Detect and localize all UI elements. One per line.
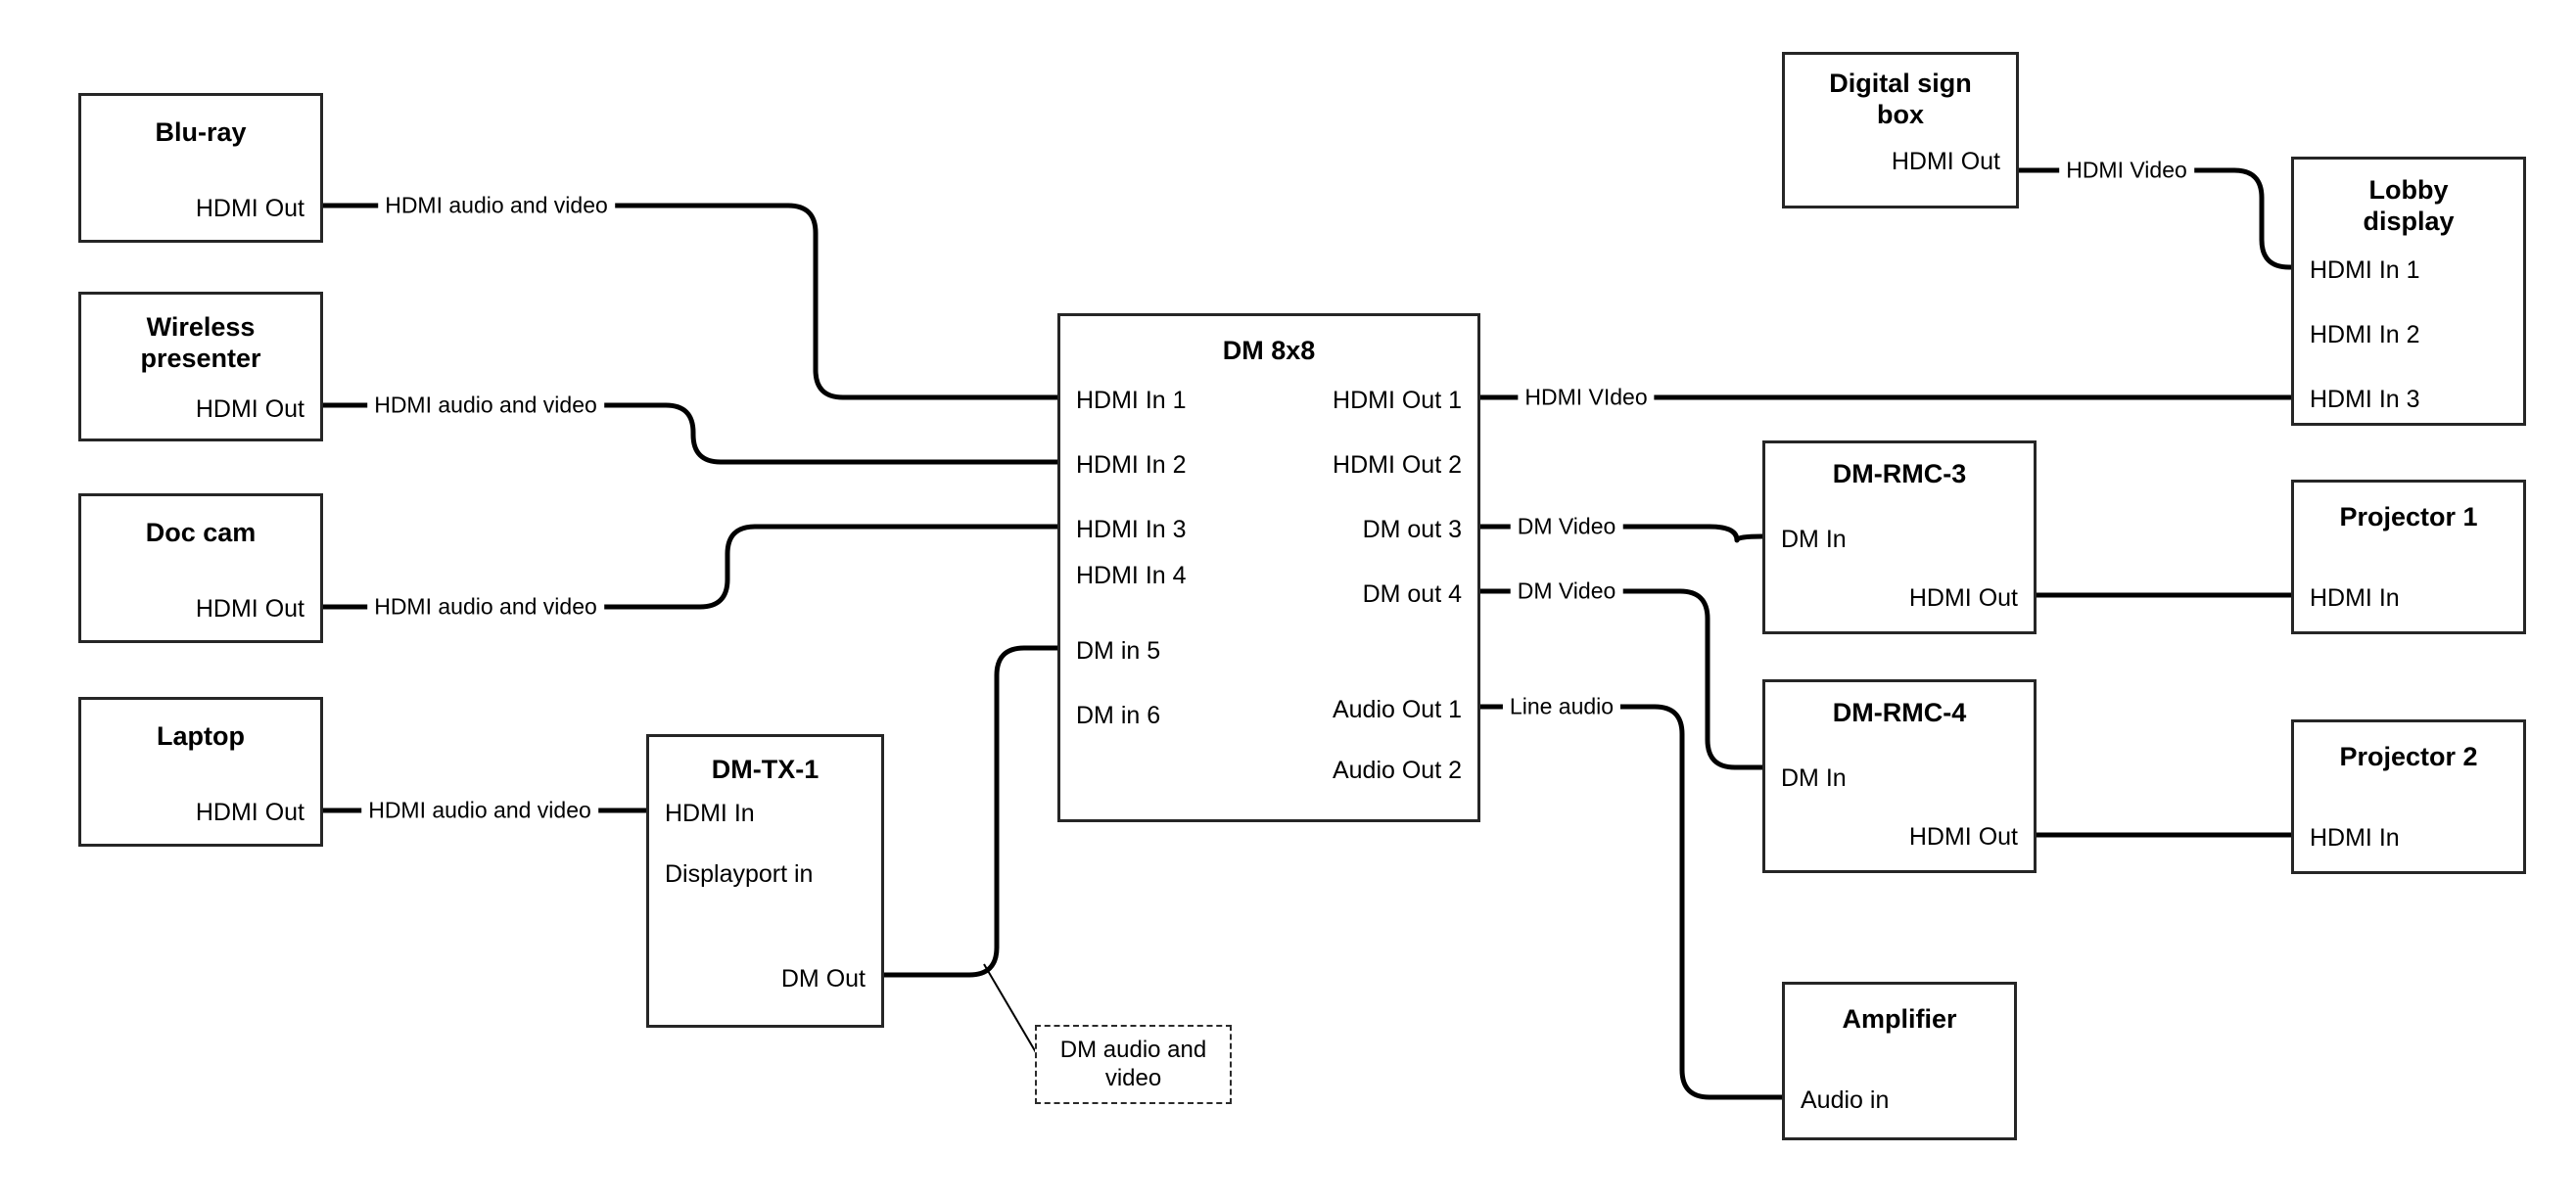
- edge-label-wireless-to-dm: HDMI audio and video: [367, 393, 604, 417]
- port-bluray-hdmi-out: HDMI Out: [195, 195, 304, 222]
- device-title-wireless-presenter-line1: Wireless: [146, 312, 256, 342]
- device-bluray[interactable]: Blu-ray HDMI Out: [78, 93, 323, 243]
- port-lobby-display-hdmi-in-3: HDMI In 3: [2310, 386, 2420, 413]
- device-dm-rmc-4[interactable]: DM-RMC-4 DM In HDMI Out: [1762, 679, 2037, 873]
- edge-label-laptop-to-dmtx1: HDMI audio and video: [361, 799, 598, 822]
- port-wireless-presenter-hdmi-out: HDMI Out: [195, 395, 304, 423]
- device-title-projector-1: Projector 1: [2339, 502, 2478, 531]
- edge-label-dm-out-4-to-rmc4: DM Video: [1510, 579, 1623, 603]
- port-dm-8x8-hdmi-in-1: HDMI In 1: [1076, 387, 1187, 414]
- port-dm-rmc-4-dm-in: DM In: [1781, 764, 1847, 792]
- wire-audio-out-1-to-amplifier: [1480, 704, 1782, 1100]
- port-dm-8x8-hdmi-out-2: HDMI Out 2: [1333, 451, 1462, 479]
- port-dm-8x8-hdmi-out-1: HDMI Out 1: [1333, 387, 1462, 414]
- edge-label-dm-out-3-to-rmc3: DM Video: [1510, 515, 1623, 538]
- port-dm-rmc-4-hdmi-out: HDMI Out: [1908, 823, 2018, 851]
- callout-dm-audio-and-video: DM audio and video: [1035, 1025, 1232, 1104]
- device-title-digital-sign-box-line1: Digital sign: [1829, 69, 1972, 98]
- port-dm-8x8-hdmi-in-3: HDMI In 3: [1076, 516, 1187, 543]
- edge-label-bluray-to-dm: HDMI audio and video: [378, 194, 615, 217]
- device-title-doc-cam: Doc cam: [145, 518, 257, 547]
- device-title-wireless-presenter-line2: presenter: [140, 344, 261, 373]
- device-title-laptop: Laptop: [157, 721, 245, 751]
- device-title-dm-rmc-3: DM-RMC-3: [1832, 459, 1967, 488]
- device-wireless-presenter[interactable]: Wireless presenter HDMI Out: [78, 292, 323, 441]
- port-dm-tx-1-hdmi-in: HDMI In: [665, 800, 755, 827]
- device-doc-cam[interactable]: Doc cam HDMI Out: [78, 493, 323, 643]
- device-title-dm-8x8: DM 8x8: [1222, 336, 1316, 365]
- port-projector-2-hdmi-in: HDMI In: [2310, 824, 2400, 852]
- port-dm-8x8-dm-out-4: DM out 4: [1362, 580, 1462, 608]
- leader-line-dm-audio-video: [983, 963, 1041, 1060]
- device-laptop[interactable]: Laptop HDMI Out: [78, 697, 323, 847]
- port-lobby-display-hdmi-in-2: HDMI In 2: [2310, 321, 2420, 348]
- device-title-dm-rmc-4: DM-RMC-4: [1832, 698, 1967, 727]
- device-digital-sign-box[interactable]: Digital sign box HDMI Out: [1782, 52, 2019, 208]
- port-lobby-display-hdmi-in-1: HDMI In 1: [2310, 256, 2420, 284]
- port-dm-8x8-dm-in-6: DM in 6: [1076, 702, 1161, 729]
- device-dm-8x8[interactable]: DM 8x8 HDMI In 1 HDMI In 2 HDMI In 3 HDM…: [1057, 313, 1480, 822]
- port-dm-8x8-audio-out-2: Audio Out 2: [1332, 757, 1462, 784]
- port-dm-8x8-dm-out-3: DM out 3: [1362, 516, 1462, 543]
- device-lobby-display[interactable]: Lobby display HDMI In 1 HDMI In 2 HDMI I…: [2291, 157, 2526, 426]
- wire-dmtx1-to-dm-in-5: [884, 645, 1057, 978]
- device-title-amplifier: Amplifier: [1842, 1004, 1957, 1034]
- wire-dm-out-4-to-rmc4: [1480, 588, 1762, 770]
- wire-bluray-to-dm-hdmi-in-1: [323, 203, 1057, 400]
- port-dm-8x8-hdmi-in-2: HDMI In 2: [1076, 451, 1187, 479]
- port-dm-rmc-3-dm-in: DM In: [1781, 526, 1847, 553]
- device-title-lobby-display-line2: display: [2363, 207, 2455, 236]
- device-title-bluray: Blu-ray: [155, 117, 247, 147]
- edge-label-doccam-to-dm: HDMI audio and video: [367, 595, 604, 619]
- port-dm-tx-1-dm-out: DM Out: [780, 965, 866, 993]
- edge-label-dm-hdmi-out-1-to-lobby: HDMI VIdeo: [1518, 386, 1655, 409]
- port-dm-rmc-3-hdmi-out: HDMI Out: [1908, 584, 2018, 612]
- port-projector-1-hdmi-in: HDMI In: [2310, 584, 2400, 612]
- port-dm-tx-1-displayport-in: Displayport in: [665, 860, 814, 888]
- device-amplifier[interactable]: Amplifier Audio in: [1782, 982, 2017, 1140]
- device-title-lobby-display-line1: Lobby: [2368, 175, 2449, 205]
- device-projector-1[interactable]: Projector 1 HDMI In: [2291, 480, 2526, 634]
- device-projector-2[interactable]: Projector 2 HDMI In: [2291, 719, 2526, 874]
- port-amplifier-audio-in: Audio in: [1801, 1086, 1890, 1114]
- wire-sign-to-lobby-hdmi-in-1: [2019, 167, 2292, 270]
- device-title-dm-tx-1: DM-TX-1: [711, 755, 820, 784]
- port-doc-cam-hdmi-out: HDMI Out: [195, 595, 304, 623]
- edge-label-audio-out-1-to-amplifier: Line audio: [1502, 695, 1621, 718]
- device-title-projector-2: Projector 2: [2339, 742, 2478, 771]
- port-laptop-hdmi-out: HDMI Out: [195, 799, 304, 826]
- edge-label-sign-to-lobby: HDMI Video: [2059, 159, 2194, 182]
- port-dm-8x8-dm-in-5: DM in 5: [1076, 637, 1161, 665]
- port-digital-sign-box-hdmi-out: HDMI Out: [1891, 148, 2000, 175]
- device-title-digital-sign-box-line2: box: [1876, 100, 1924, 129]
- device-dm-rmc-3[interactable]: DM-RMC-3 DM In HDMI Out: [1762, 440, 2037, 634]
- port-dm-8x8-audio-out-1: Audio Out 1: [1332, 696, 1462, 723]
- device-dm-tx-1[interactable]: DM-TX-1 HDMI In Displayport in DM Out: [646, 734, 884, 1028]
- port-dm-8x8-hdmi-in-4: HDMI In 4: [1076, 562, 1187, 589]
